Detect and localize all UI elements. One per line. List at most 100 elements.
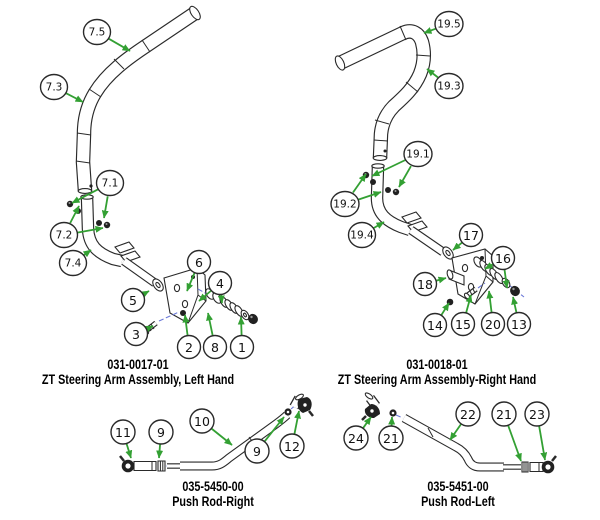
callout-arrow	[358, 191, 382, 201]
callout-number: 20	[485, 317, 501, 332]
callout-arrow	[140, 290, 150, 298]
callout-steering-arm-left-7.5: 7.5	[82, 18, 131, 52]
callout-balloon	[434, 10, 464, 38]
callout-arrow	[452, 241, 463, 251]
callout-balloon	[524, 401, 550, 427]
callout-steering-arm-right-19.3: 19.3	[426, 68, 464, 100]
assembly-part-number: 031-0017-01	[107, 357, 169, 372]
callout-number: 7.2	[56, 230, 73, 242]
callout-steering-arm-left-6: 6	[186, 249, 212, 292]
callout-arrow	[502, 269, 510, 289]
callout-balloon	[95, 169, 125, 197]
callout-number: 17	[463, 228, 479, 243]
callout-number: 7.5	[89, 27, 106, 39]
callout-number: 7.4	[65, 258, 82, 270]
callout-balloon	[343, 425, 369, 451]
callout-arrow	[263, 416, 285, 443]
callout-arrow	[371, 159, 406, 177]
callout-number: 7.1	[102, 178, 119, 190]
callout-push-rod-right-9: 9	[244, 416, 285, 464]
callout-arrow	[69, 205, 80, 224]
callout-balloon	[330, 190, 360, 218]
callout-push-rod-right-10: 10	[189, 408, 233, 446]
callout-arrow	[449, 423, 462, 441]
callout-steering-arm-left-2: 2	[176, 314, 202, 360]
callout-steering-arm-right-19.4: 19.4	[347, 221, 385, 249]
callout-push-rod-left-23: 23	[524, 401, 550, 461]
callout-steering-arm-left-7.4: 7.4	[58, 249, 92, 277]
callout-steering-arm-left-3: 3	[123, 321, 154, 347]
callout-number: 9	[253, 444, 261, 459]
callout-steering-arm-left-7.2: 7.2	[49, 205, 104, 249]
callout-number: 1	[238, 340, 246, 355]
callout-arrow	[507, 424, 522, 462]
callout-balloon	[378, 425, 404, 451]
callout-push-rod-left-21: 21	[378, 416, 404, 451]
callout-number: 19.2	[333, 199, 356, 211]
callout-steering-arm-right-17: 17	[452, 222, 484, 251]
callout-balloon	[403, 140, 433, 168]
callout-push-rod-right-9: 9	[148, 419, 174, 459]
callout-steering-arm-right-16: 16	[484, 245, 516, 289]
callout-number: 18	[417, 277, 433, 292]
callout-balloon	[58, 249, 88, 277]
callout-balloon	[480, 311, 506, 337]
callout-steering-arm-right-14: 14	[422, 302, 450, 338]
rod-end-ball-joint	[119, 455, 157, 473]
rod-end-ball-joint	[503, 455, 557, 474]
callout-arrow	[77, 225, 104, 234]
callout-balloon	[123, 321, 149, 347]
assembly-name: Push Rod-Left	[421, 493, 495, 509]
assembly-label-steering-arm-right: 031-0018-01 ZT Steering Arm Assembly-Rig…	[337, 357, 537, 387]
callout-steering-arm-right-20: 20	[480, 290, 506, 337]
steering-arm-clevis-right	[401, 211, 446, 256]
callout-push-rod-left-22: 22	[449, 401, 481, 441]
assembly-name: Push Rod-Right	[172, 493, 254, 509]
callout-arrow	[108, 37, 131, 52]
callout-balloon	[490, 245, 516, 271]
callout-steering-arm-left-7.1: 7.1	[71, 169, 125, 219]
callout-push-rod-right-11: 11	[110, 419, 136, 459]
callout-number: 19.5	[437, 19, 460, 31]
push-rod-left-art	[361, 392, 557, 474]
callout-number: 11	[115, 425, 131, 440]
callout-arrow	[440, 302, 450, 316]
callout-arrow	[426, 68, 439, 79]
callout-balloon	[506, 311, 532, 337]
callout-balloon	[229, 334, 255, 360]
callout-steering-arm-right-15: 15	[450, 294, 476, 337]
callout-arrow	[198, 289, 212, 302]
callout-steering-arm-left-8: 8	[202, 312, 228, 360]
callout-balloon	[39, 73, 69, 101]
callout-number: 9	[157, 425, 165, 440]
assembly-part-number: 035-5451-00	[427, 479, 489, 494]
callout-arrow	[538, 425, 548, 461]
callout-balloon	[412, 271, 438, 297]
callout-steering-arm-left-1: 1	[229, 316, 255, 360]
callout-balloon	[110, 419, 136, 445]
callout-number: 7.3	[46, 82, 63, 94]
callout-number: 2	[185, 340, 193, 355]
callout-number: 24	[348, 431, 364, 446]
callout-arrow	[237, 316, 245, 336]
callout-number: 3	[132, 327, 140, 342]
callout-balloon	[207, 270, 233, 296]
callout-arrow	[398, 165, 412, 188]
callout-arrow	[125, 443, 133, 459]
callout-number: 21	[496, 407, 512, 422]
callout-push-rod-right-12: 12	[279, 410, 305, 459]
callout-balloon	[491, 401, 517, 427]
callout-push-rod-left-24: 24	[343, 416, 372, 451]
callout-arrow	[65, 92, 84, 103]
callout-balloon	[189, 408, 215, 434]
callout-balloon	[422, 312, 448, 338]
callout-arrow	[182, 314, 190, 336]
callout-steering-arm-left-5: 5	[120, 287, 150, 313]
callout-balloon	[186, 249, 212, 275]
push-rod-tube-left	[401, 414, 504, 472]
steering-arm-right-art	[334, 24, 525, 306]
callout-balloon	[82, 18, 112, 46]
handle-tube-left	[75, 5, 201, 194]
